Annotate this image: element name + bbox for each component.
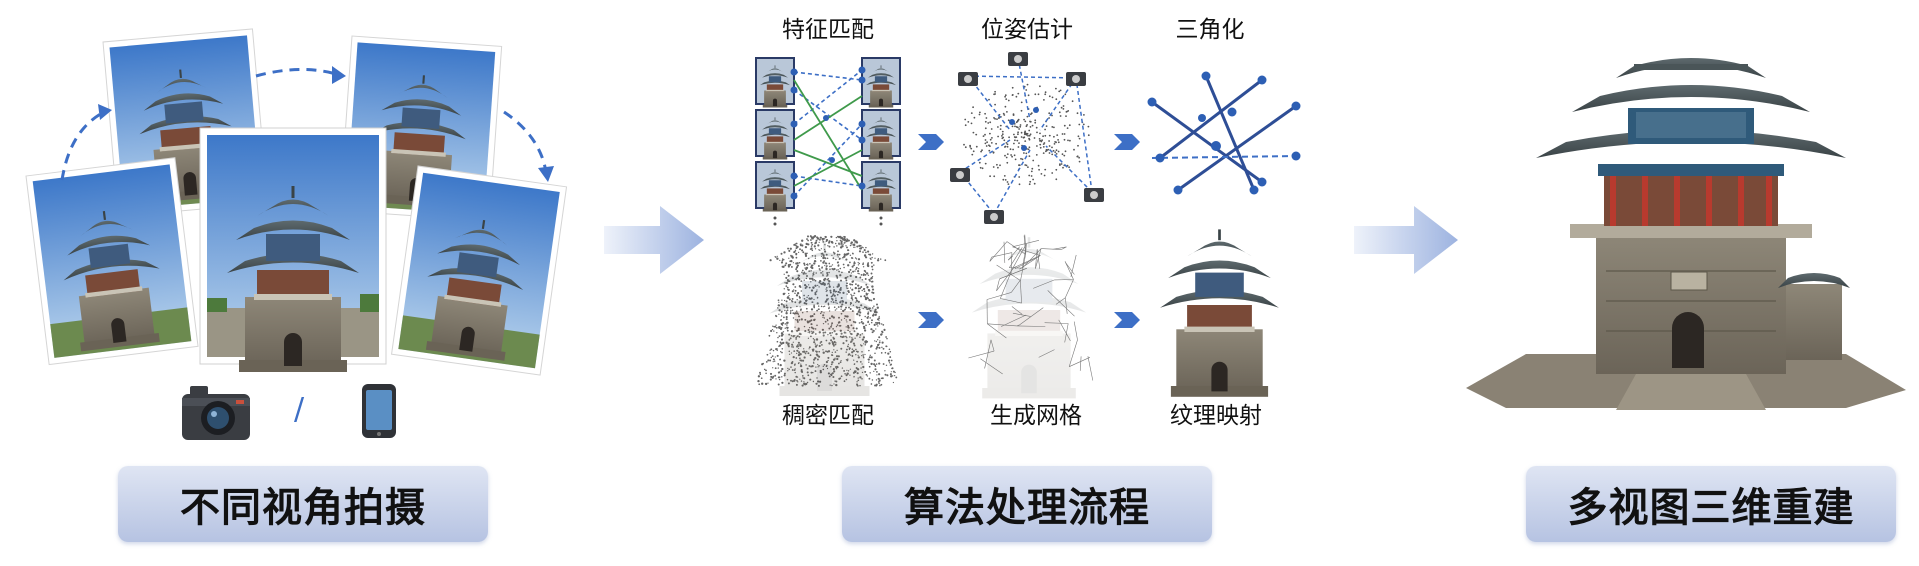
small-arrow-1	[918, 134, 944, 150]
pose-estimation-panel	[950, 52, 1104, 224]
small-arrow-3	[918, 312, 944, 328]
feature-matching-panel	[755, 57, 901, 226]
camera-icon	[182, 386, 250, 440]
process-label-text: 算法处理流程	[904, 485, 1150, 531]
device-separator: /	[294, 392, 305, 427]
camera-markers	[950, 52, 1104, 224]
dense-point-cloud	[757, 235, 898, 396]
sparse-point-cloud	[963, 83, 1090, 186]
smartphone-icon	[362, 384, 396, 438]
flow-arrow-2	[1354, 206, 1458, 274]
dashed-arrow-2	[255, 68, 337, 78]
small-arrow-2	[1114, 134, 1140, 150]
photo-collage	[25, 28, 568, 376]
step-pose-estimation: 位姿估计	[981, 17, 1073, 43]
reconstruct-label-text: 多视图三维重建	[1567, 485, 1855, 531]
right-image-column	[861, 57, 901, 212]
reconstruct-label: 多视图三维重建	[1526, 466, 1896, 542]
step-texture-mapping: 纹理映射	[1170, 403, 1262, 429]
step-feature-matching: 特征匹配	[782, 17, 874, 43]
process-label: 算法处理流程	[842, 466, 1212, 542]
small-arrow-4	[1114, 312, 1140, 328]
camera-rays	[959, 57, 1093, 215]
photo-view-4	[390, 165, 568, 376]
reconstructed-building	[1466, 58, 1906, 410]
flow-arrow-1	[604, 206, 704, 274]
left-image-column	[755, 57, 795, 212]
step-dense-matching: 稠密匹配	[782, 403, 874, 429]
textured-model	[1160, 229, 1279, 397]
step-mesh-generation: 生成网格	[990, 403, 1082, 429]
dashed-arrow-3	[503, 110, 548, 173]
capture-label-text: 不同视角拍摄	[180, 485, 426, 531]
mesh-model	[968, 234, 1094, 399]
triangulation-panel	[1147, 71, 1301, 195]
photo-view-3	[25, 157, 199, 366]
capture-label: 不同视角拍摄	[118, 466, 488, 542]
dashed-arrow-1	[60, 110, 105, 181]
step-triangulation: 三角化	[1175, 17, 1245, 43]
keypoints	[790, 66, 866, 200]
photo-view-center	[199, 127, 387, 372]
more-rows-indicator	[773, 216, 883, 226]
